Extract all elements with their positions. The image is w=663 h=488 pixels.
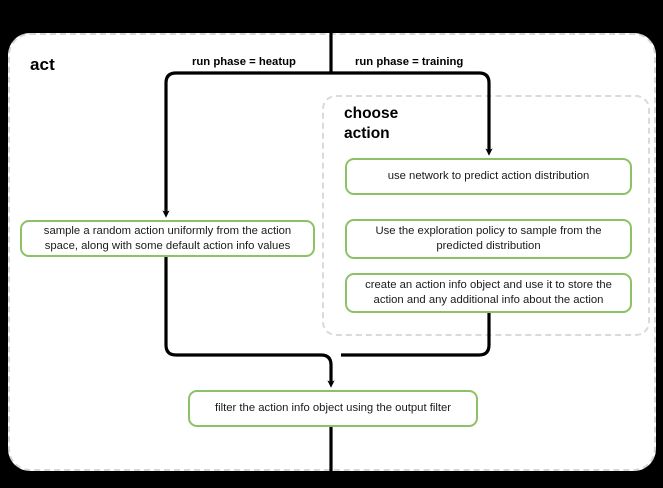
group-title-line-2: action bbox=[344, 125, 390, 142]
node-label: create an action info object and use it … bbox=[365, 279, 612, 306]
node-filter-action-info[interactable]: filter the action info object using the … bbox=[188, 390, 478, 427]
edge-label-training: run phase = training bbox=[355, 56, 464, 68]
node-label: filter the action info object using the … bbox=[214, 402, 452, 414]
node-label: Use the exploration policy to sample fro… bbox=[375, 225, 602, 252]
choose-action-group-title: choose action bbox=[344, 104, 464, 144]
node-create-action-info[interactable]: create an action info object and use it … bbox=[345, 273, 632, 313]
node-sample-random-action[interactable]: sample a random action uniformly from th… bbox=[20, 220, 315, 257]
node-use-network-predict[interactable]: use network to predict action distributi… bbox=[345, 158, 632, 195]
page-title: act bbox=[30, 55, 55, 74]
node-exploration-policy-sample[interactable]: Use the exploration policy to sample fro… bbox=[345, 219, 632, 259]
node-label: use network to predict action distributi… bbox=[387, 170, 590, 182]
edge-label-heatup: run phase = heatup bbox=[192, 56, 296, 68]
group-title-line-1: choose bbox=[344, 105, 399, 122]
node-label: sample a random action uniformly from th… bbox=[43, 224, 292, 252]
